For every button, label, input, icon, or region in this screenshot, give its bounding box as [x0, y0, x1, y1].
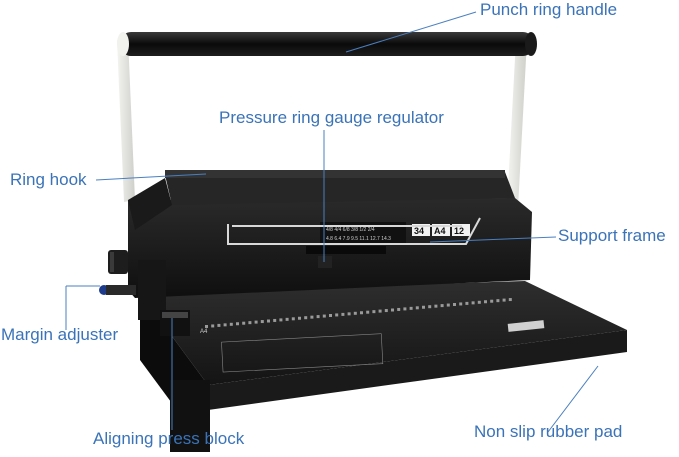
- punch-hole: [477, 300, 481, 304]
- support-frame-wire: [227, 217, 481, 245]
- base-markings: A4: [200, 320, 545, 373]
- punch-hole: [384, 309, 388, 313]
- punch-hole: [267, 319, 270, 323]
- punch-hole: [378, 309, 382, 313]
- punch-hole: [391, 308, 394, 312]
- punch-hole: [409, 306, 413, 310]
- gauge-row-top: 4/8 4/4 6/8 3/8 1/2 2/4: [326, 227, 375, 233]
- punch-hole: [434, 304, 438, 308]
- punch-hole: [428, 305, 432, 309]
- punch-hole: [285, 317, 289, 321]
- punch-hole: [471, 301, 475, 305]
- punch-hole: [304, 316, 308, 320]
- punch-hole: [248, 321, 252, 325]
- base-plate: [140, 281, 627, 452]
- punch-hole: [291, 317, 295, 321]
- punch-hole: [211, 324, 215, 328]
- callout-punch-ring-handle: Punch ring handle: [480, 0, 618, 19]
- aligning-press-block: [160, 310, 190, 336]
- punch-hole: [260, 320, 264, 324]
- callout-ring-hook: Ring hook: [10, 170, 87, 189]
- handle-arms: [117, 38, 527, 208]
- punch-hole: [508, 298, 512, 302]
- punch-hole: [347, 312, 351, 316]
- punch-hole: [446, 303, 450, 307]
- punch-hole: [217, 323, 221, 327]
- punch-hole: [353, 311, 357, 315]
- punch-hole: [335, 313, 339, 317]
- base-mark: A4: [200, 329, 208, 335]
- punch-hole: [490, 299, 494, 303]
- punch-hole: [484, 300, 487, 304]
- punch-hole: [329, 314, 332, 317]
- punch-hole: [242, 321, 246, 325]
- punch-hole: [205, 325, 208, 328]
- punch-hole: [366, 310, 370, 314]
- callout-aligning-press-block: Aligning press block: [93, 429, 245, 448]
- punch-hole: [236, 322, 239, 326]
- callout-margin-adjuster: Margin adjuster: [1, 325, 119, 344]
- punch-hole: [279, 318, 283, 322]
- punch-hole: [360, 311, 363, 315]
- punch-hole: [229, 322, 233, 326]
- gauge-row-bottom: 4.8 6.4 7.9 9.5 11.1 12.7 14.3: [326, 236, 391, 242]
- pitch-badge: 34: [414, 226, 424, 236]
- punch-ring-handle: [117, 32, 537, 56]
- punch-hole: [403, 307, 407, 311]
- punch-hole: [496, 299, 500, 303]
- punch-hole: [397, 307, 401, 311]
- punch-hole: [440, 304, 444, 308]
- punch-hole-row: [205, 298, 512, 328]
- punch-hole: [254, 320, 258, 324]
- punch-hole: [465, 301, 469, 305]
- punch-hole: [273, 318, 277, 322]
- punch-hole: [453, 303, 456, 306]
- punch-hole: [415, 306, 419, 310]
- punch-hole: [316, 315, 320, 319]
- punch-hole: [502, 298, 506, 302]
- callout-support-frame: Support frame: [558, 226, 666, 245]
- margin-adjuster-knob: [99, 250, 136, 295]
- punch-hole: [341, 312, 345, 316]
- size-badge: A4: [434, 226, 446, 236]
- callout-pressure-ring-gauge-regulator: Pressure ring gauge regulator: [219, 108, 444, 127]
- gauge-panel: 4/8 4/4 6/8 3/8 1/2 2/4 4.8 6.4 7.9 9.5 …: [306, 222, 406, 268]
- punch-hole: [310, 315, 314, 319]
- sheets-badge: 12: [454, 226, 464, 236]
- punch-hole: [372, 310, 376, 314]
- punch-hole: [298, 316, 301, 320]
- punch-hole: [422, 305, 425, 309]
- punch-hole: [322, 314, 326, 318]
- leader-lines: [65, 11, 599, 433]
- callout-non-slip-rubber-pad: Non slip rubber pad: [474, 422, 623, 441]
- punch-hole: [223, 323, 227, 327]
- punch-hole: [459, 302, 463, 306]
